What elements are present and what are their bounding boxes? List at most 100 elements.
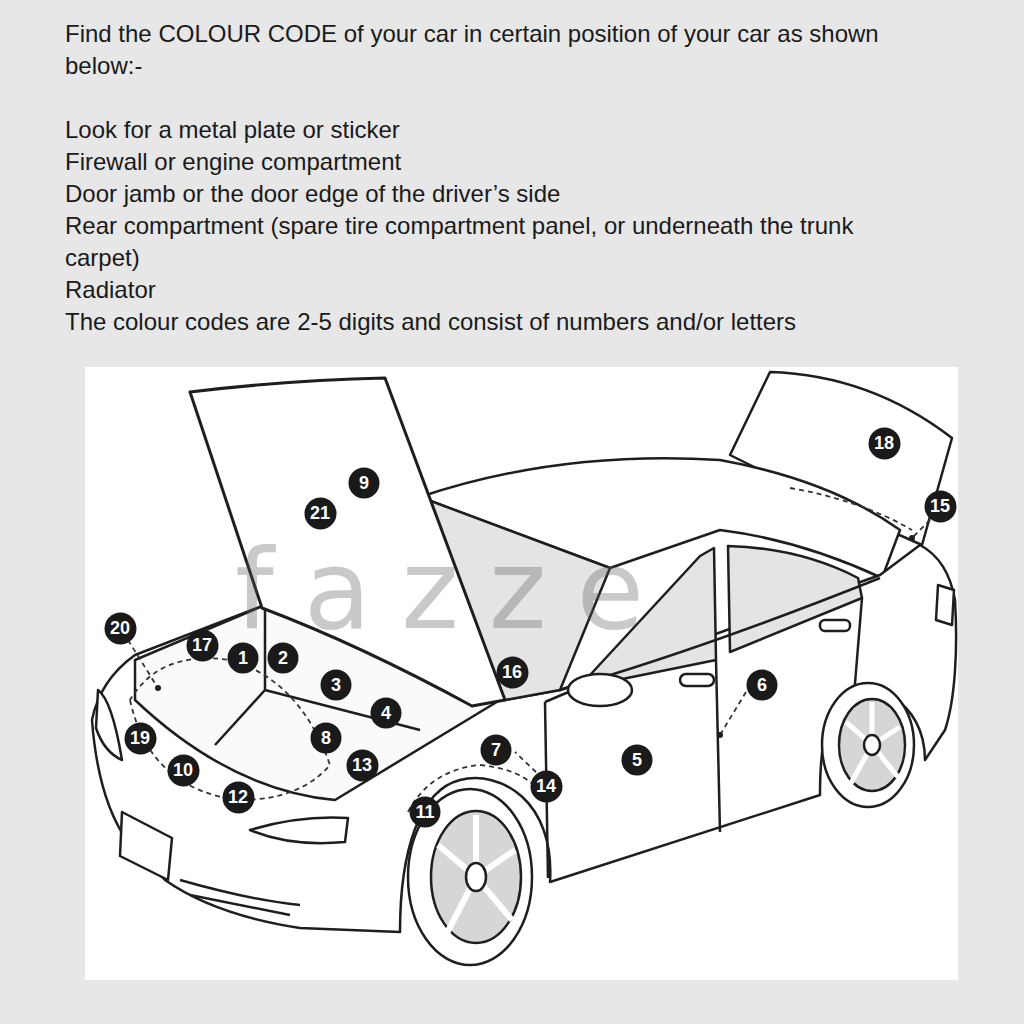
leader-line [912, 520, 930, 538]
callout-circle: 8 [310, 722, 342, 754]
dashed-outline [130, 658, 330, 800]
callout-circle: 15 [924, 490, 957, 523]
callout-circle: 3 [320, 669, 352, 701]
callout-number: 4 [370, 697, 402, 729]
rear-tire [822, 683, 914, 807]
callout-number: 6 [746, 669, 778, 701]
callout-number: 20 [104, 612, 137, 645]
callout-number: 9 [348, 467, 380, 499]
callout-number: 11 [409, 796, 441, 828]
callout-number: 18 [868, 427, 901, 460]
callout-number: 17 [186, 629, 219, 662]
callout-number: 15 [924, 490, 957, 523]
callout-circle: 16 [496, 656, 529, 689]
callout-circle: 6 [746, 669, 778, 701]
door-handle [820, 620, 850, 631]
callout-number: 3 [320, 669, 352, 701]
callout-number: 16 [496, 656, 529, 689]
callout-number: 10 [167, 754, 200, 787]
callout-disc [481, 735, 512, 766]
leader-line [720, 692, 746, 735]
callout-disc [228, 643, 259, 674]
rear-rim [839, 699, 905, 791]
location-dot [155, 685, 161, 691]
callout-circle: 12 [222, 781, 255, 814]
callout-circle: 9 [348, 467, 380, 499]
location-dot [717, 732, 723, 738]
callout-disc [167, 754, 199, 786]
callout-disc [268, 643, 299, 674]
callout-circle: 5 [621, 744, 653, 776]
door-handle [680, 674, 714, 686]
callout-disc [530, 770, 562, 802]
callout-disc [747, 670, 778, 701]
callout-number: 2 [267, 642, 299, 674]
callout-number: 21 [304, 497, 337, 530]
callout-circle: 19 [124, 722, 157, 755]
illustration-panel [85, 367, 958, 980]
callout-number: 13 [346, 749, 379, 782]
front-rim [431, 811, 521, 943]
callout-circle: 2 [267, 642, 299, 674]
instruction-line: Door jamb or the door edge of the driver… [65, 178, 925, 210]
callout-disc [222, 781, 254, 813]
side-mirror [568, 674, 632, 706]
car-drawing [92, 372, 956, 965]
callout-circle: 14 [530, 770, 563, 803]
callout-number: 5 [621, 744, 653, 776]
callout-number: 19 [124, 722, 157, 755]
callout-disc [622, 745, 653, 776]
callout-disc [868, 427, 900, 459]
callout-disc [924, 490, 956, 522]
taillight [936, 585, 954, 625]
callout-number: 7 [480, 734, 512, 766]
callout-circle: 11 [409, 796, 441, 828]
callout-number: 1 [227, 642, 259, 674]
rear-hub [864, 735, 880, 755]
callout-disc [349, 468, 380, 499]
front-spokes [438, 815, 515, 935]
instruction-line: Radiator [65, 274, 925, 306]
callout-circle: 1 [227, 642, 259, 674]
leader-line [515, 752, 536, 772]
heading: Find the COLOUR CODE of your car in cert… [65, 18, 925, 82]
spacer [65, 82, 925, 114]
watermark: fazze [235, 530, 674, 650]
callout-disc [124, 722, 156, 754]
callout-number: 14 [530, 770, 563, 803]
callout-disc [311, 723, 342, 754]
leader-lines [128, 488, 930, 812]
callout-circle: 21 [304, 497, 337, 530]
callout-circle: 10 [167, 754, 200, 787]
leader-line [128, 640, 158, 688]
callout-disc [346, 749, 378, 781]
callout-circle: 4 [370, 697, 402, 729]
number-plate [120, 812, 172, 880]
callout-disc [410, 797, 441, 828]
callout-disc [321, 670, 352, 701]
callout-circle: 20 [104, 612, 137, 645]
bumper-lines [180, 880, 300, 915]
callout-disc [304, 497, 336, 529]
front-hub [466, 863, 486, 891]
instruction-line: Firewall or engine compartment [65, 146, 925, 178]
instruction-line: The colour codes are 2-5 digits and cons… [65, 306, 925, 338]
callout-disc [496, 656, 528, 688]
callout-disc [371, 698, 402, 729]
callout-disc [186, 629, 218, 661]
callout-circle: 7 [480, 734, 512, 766]
instruction-line: Look for a metal plate or sticker [65, 114, 925, 146]
dashed-outline [790, 488, 912, 530]
callout-number: 12 [222, 781, 255, 814]
callout-disc [104, 612, 136, 644]
headlight [96, 690, 122, 760]
instruction-text: Find the COLOUR CODE of your car in cert… [65, 18, 925, 338]
callout-circle: 18 [868, 427, 901, 460]
front-tire [408, 789, 532, 965]
rear-window [728, 546, 862, 652]
rear-spokes [846, 702, 900, 785]
callout-circle: 17 [186, 629, 219, 662]
callout-circle: 13 [346, 749, 379, 782]
location-dot [909, 535, 915, 541]
instruction-line: Rear compartment (spare tire compartment… [65, 210, 925, 274]
